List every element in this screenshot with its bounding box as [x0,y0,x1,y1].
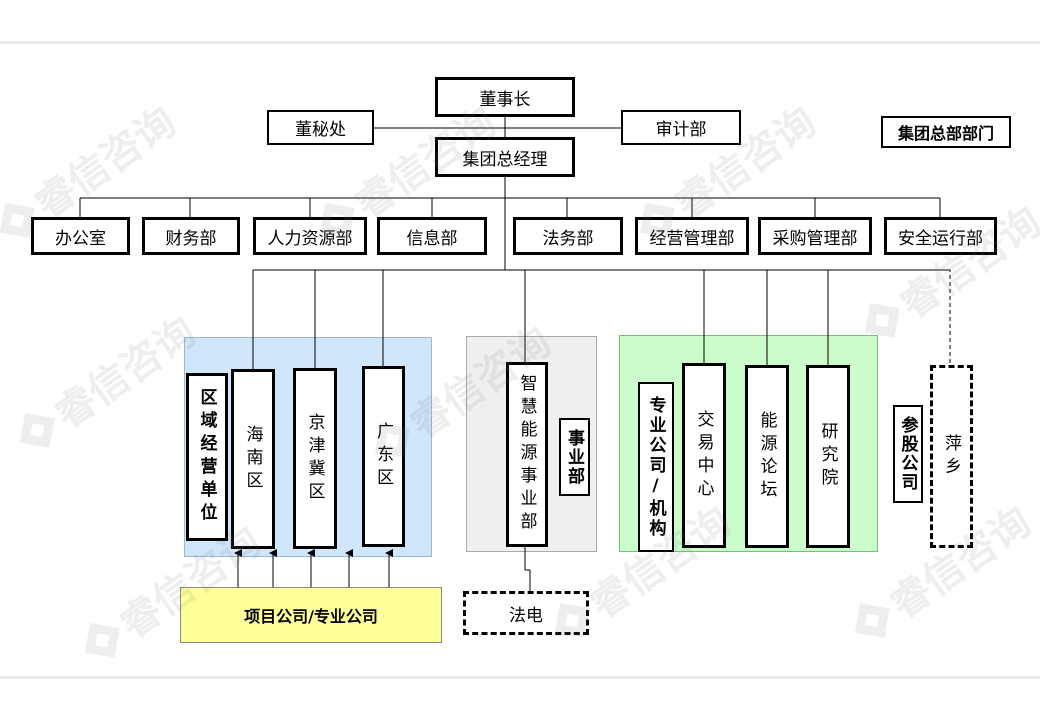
regional-label-box: 区域经营单位 [186,373,228,541]
pingxiang-box: 萍乡 [930,365,973,548]
business-label: 事业部 [564,428,584,486]
legend-box: 集团总部部门 [881,116,1011,148]
regional-unit-jingjinji: 京津冀区 [293,368,337,549]
business-unit-box: 智慧能源事业部 [506,362,548,547]
specialized-unit-institute-label: 研究院 [817,422,838,491]
business-label-box: 事业部 [559,418,590,496]
dept-office-box: 办公室 [31,217,130,255]
specialized-unit-trading-label: 交易中心 [693,409,714,502]
equity-label: 参股公司 [897,416,918,492]
pingxiang-label: 萍乡 [941,433,961,480]
regional-unit-guangdong-label: 广东区 [373,422,393,491]
bottom-rule [0,676,1040,679]
specialized-unit-trading: 交易中心 [682,363,726,548]
dept-operations-box: 经营管理部 [635,217,749,255]
chairman-box: 董事长 [435,77,575,117]
fadian-box: 法电 [463,591,589,635]
general-manager-box: 集团总经理 [435,137,575,177]
specialized-unit-forum-label: 能源论坛 [756,410,777,503]
regional-unit-hainan-label: 海南区 [242,424,263,494]
specialized-label-box: 专业公司/机构 [638,382,674,552]
specialized-label: 专业公司/机构 [645,395,666,539]
secretary-office-box: 董秘处 [267,110,374,145]
top-rule [0,41,1040,44]
regional-unit-hainan: 海南区 [231,369,275,549]
project-companies-box: 项目公司/专业公司 [180,587,442,643]
dept-safety-box: 安全运行部 [884,217,997,255]
dept-legal-box: 法务部 [513,217,623,255]
regional-label: 区域经营单位 [196,388,217,526]
regional-unit-jingjinji-label: 京津冀区 [304,412,325,505]
specialized-unit-forum: 能源论坛 [745,365,789,548]
equity-label-box: 参股公司 [893,405,923,503]
dept-finance-box: 财务部 [142,217,240,255]
dept-procurement-box: 采购管理部 [758,217,872,255]
dept-it-box: 信息部 [377,217,487,255]
business-unit-label: 智慧能源事业部 [516,374,537,535]
audit-box: 审计部 [621,110,741,145]
dept-hr-box: 人力资源部 [253,217,367,255]
regional-unit-guangdong: 广东区 [362,366,405,547]
specialized-unit-institute: 研究院 [806,365,850,548]
